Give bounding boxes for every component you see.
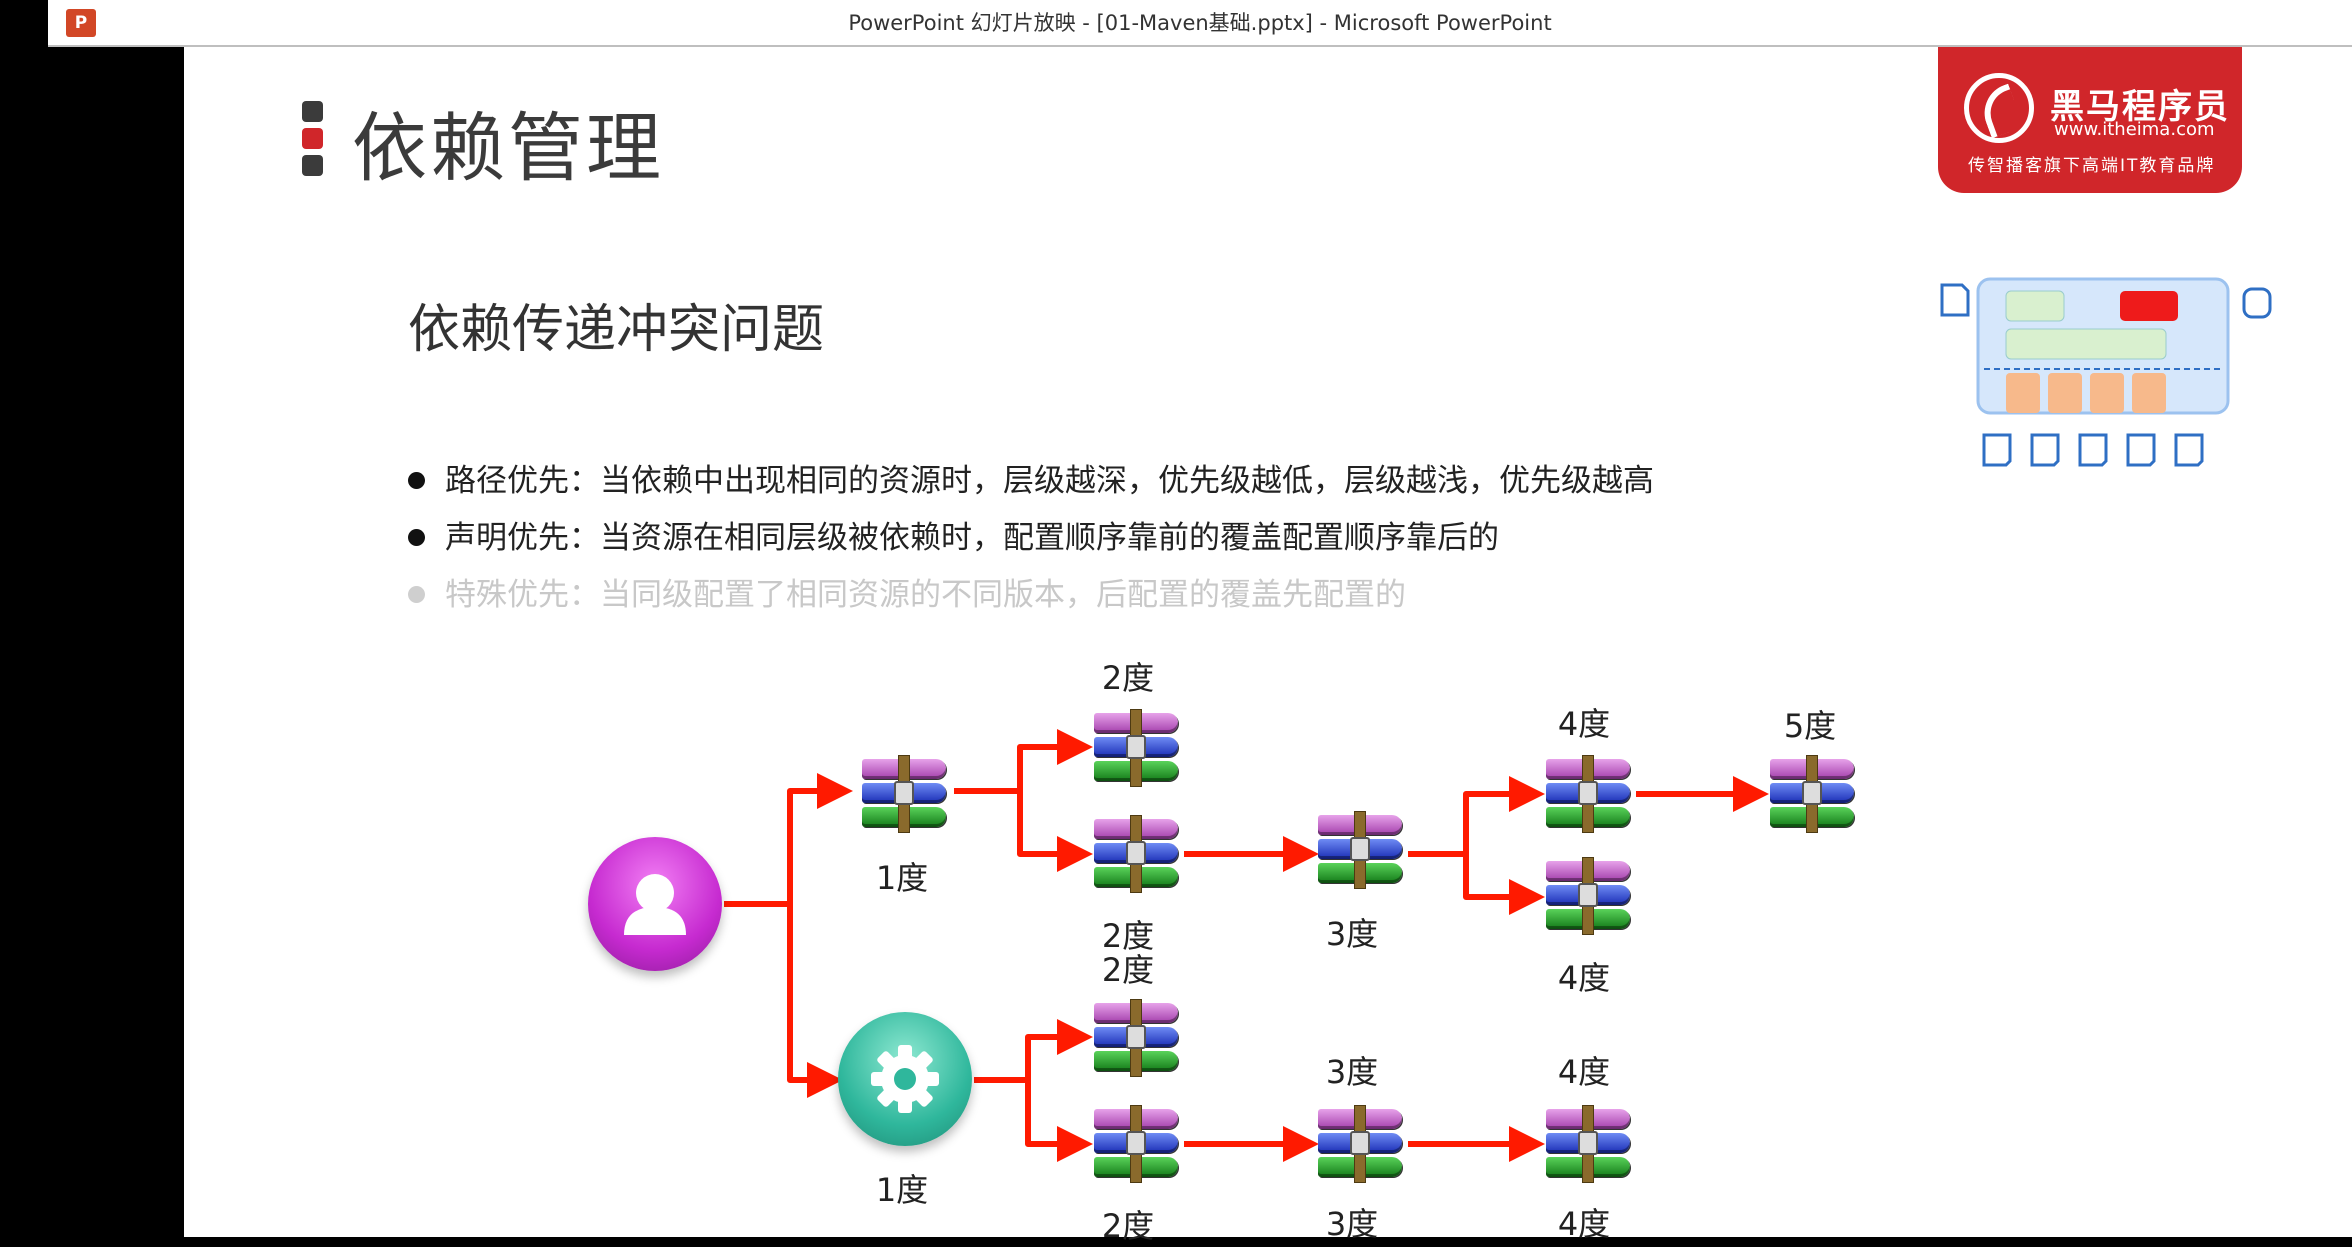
archive-icon [1312,811,1408,891]
user-glyph-icon [624,874,686,935]
brand-name: 黑马程序员 [2050,87,2230,127]
degree-label: 4度 [1557,705,1611,743]
user-icon [588,837,722,971]
archive-icon [856,755,952,835]
brand-url: www.itheima.com [2054,119,2215,140]
brand-slogan: 传智播客旗下高端IT教育品牌 [1968,156,2216,176]
title-marker-icon [302,101,324,177]
dependency-diagram: 1度 2度 2度 3度 4度 4度 5度 1度 2度 2度 3度 3度 4度 4… [184,627,1984,1247]
project-structure-icon [1940,277,2272,467]
degree-label: 3度 [1325,1053,1379,1091]
archive-icon [1540,755,1636,835]
window-title: PowerPoint 幻灯片放映 - [01-Maven基础.pptx] - M… [848,11,1552,35]
degree-label: 2度 [1101,917,1155,955]
bullet-dot-icon [408,586,425,603]
degree-label: 5度 [1783,707,1837,745]
archive-icon [1088,815,1184,895]
gear-glyph-icon [871,1045,939,1113]
slide[interactable]: 依赖管理 黑马程序员 www.itheima.com 传智播客旗下高端IT教育品… [184,47,2352,1245]
archive-icon [1088,999,1184,1079]
degree-label: 1度 [875,1171,929,1209]
bullet-item: 声明优先：当资源在相同层级被依赖时，配置顺序靠前的覆盖配置顺序靠后的 [408,512,1499,557]
slide-title: 依赖管理 [352,104,665,192]
archive-icon [1540,1105,1636,1185]
degree-label: 4度 [1557,1053,1611,1091]
degree-label: 2度 [1101,951,1155,989]
bullet-text: 特殊优先：当同级配置了相同资源的不同版本，后配置的覆盖先配置的 [445,577,1406,613]
bullet-dot-icon [408,472,425,489]
degree-label: 2度 [1101,1207,1155,1245]
archive-icon [1088,1105,1184,1185]
archive-icon [1764,755,1860,835]
degree-label: 1度 [875,859,929,897]
archive-icon [1088,709,1184,789]
horse-logo-icon [1964,73,2034,143]
archive-icon [1312,1105,1408,1185]
powerpoint-app-icon[interactable]: P [66,9,96,37]
bullet-dot-icon [408,529,425,546]
gear-icon [838,1012,972,1146]
degree-label: 2度 [1101,659,1155,697]
brand-logo-banner: 黑马程序员 www.itheima.com 传智播客旗下高端IT教育品牌 [1938,47,2242,193]
bullet-item: 路径优先：当依赖中出现相同的资源时，层级越深，优先级越低，层级越浅，优先级越高 [408,455,1654,500]
degree-label: 4度 [1557,1205,1611,1243]
bullet-item: 特殊优先：当同级配置了相同资源的不同版本，后配置的覆盖先配置的 [408,569,1406,614]
window-title-bar: P PowerPoint 幻灯片放映 - [01-Maven基础.pptx] -… [48,0,2352,47]
degree-label: 4度 [1557,959,1611,997]
bullet-text: 路径优先：当依赖中出现相同的资源时，层级越深，优先级越低，层级越浅，优先级越高 [445,463,1654,499]
archive-icon [1540,857,1636,937]
degree-label: 3度 [1325,1205,1379,1243]
bullet-text: 声明优先：当资源在相同层级被依赖时，配置顺序靠前的覆盖配置顺序靠后的 [445,520,1499,556]
dependency-arrows [724,729,1769,1162]
degree-label: 3度 [1325,915,1379,953]
section-subtitle: 依赖传递冲突问题 [408,300,825,360]
